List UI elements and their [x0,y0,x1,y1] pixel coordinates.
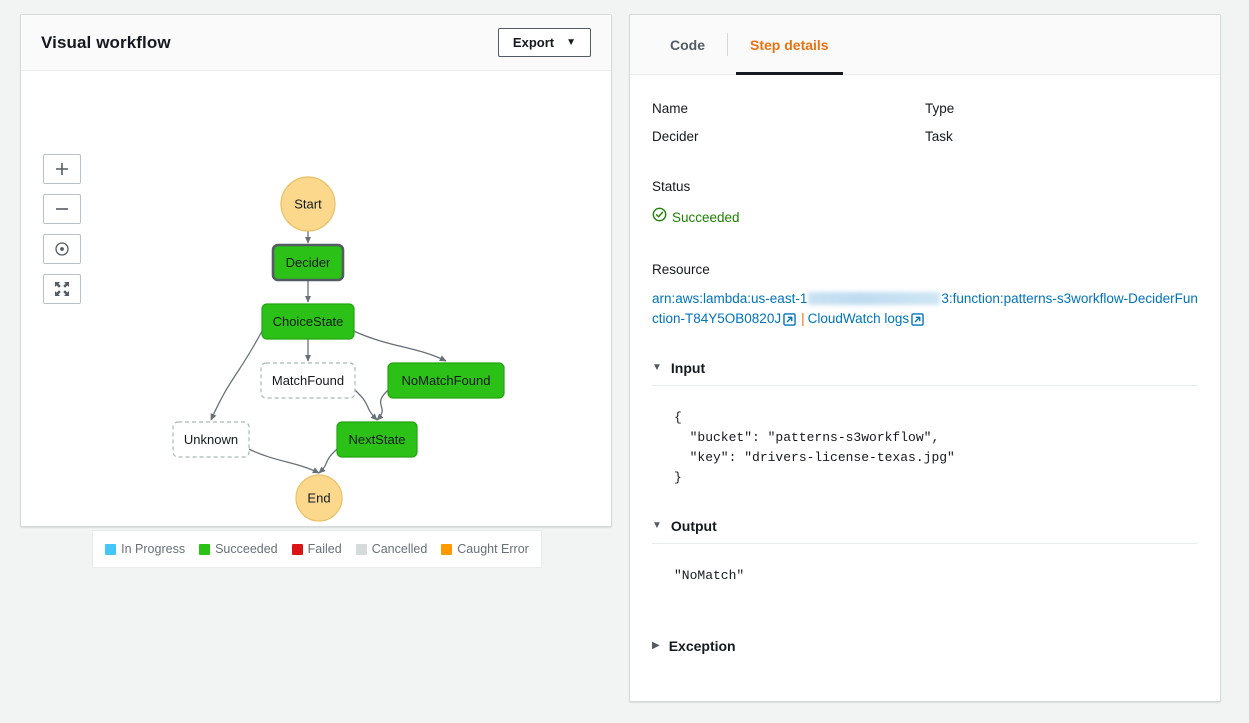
graph-edge [355,390,377,420]
visual-workflow-panel: Visual workflow Export ▼ [20,14,612,527]
tab-step-details[interactable]: Step details [728,15,851,74]
resource-field: Resource arn:aws:lambda:us-east-13:funct… [652,262,1198,332]
legend-swatch [356,544,367,555]
workflow-graph-area[interactable]: StartDeciderChoiceStateMatchFound NoMatch… [21,71,611,527]
legend-item: Failed [292,542,342,556]
legend-label: Succeeded [215,542,278,556]
cloudwatch-logs-link[interactable]: CloudWatch logs [808,311,910,326]
tab-code[interactable]: Code [652,15,727,74]
name-value: Decider [652,129,925,144]
input-json: { "bucket": "patterns-s3workflow", "key"… [652,386,1198,488]
graph-node-label: Start [294,197,322,212]
triangle-right-icon: ▶ [652,641,660,651]
legend-swatch [199,544,210,555]
graph-edge [249,449,319,473]
graph-node-label: MatchFound [272,373,344,388]
triangle-down-icon: ▼ [652,521,662,531]
graph-status-legend: In Progress Succeeded Failed Cancelled Caugh… [92,530,542,568]
name-field: Name Decider [652,101,925,144]
legend-label: Failed [308,542,342,556]
resource-links: arn:aws:lambda:us-east-13:function:patte… [652,289,1198,332]
graph-edge [211,331,262,420]
legend-swatch [105,544,116,555]
panel-tablist: Code Step details [630,15,1220,75]
graph-node-label: Unknown [184,432,238,447]
export-button-label: Export [513,35,554,50]
triangle-down-icon: ▼ [652,363,662,373]
status-badge: Succeeded [652,207,1198,227]
input-section-toggle[interactable]: ▼ Input [652,360,1198,385]
output-section-title: Output [671,518,717,534]
visual-workflow-header: Visual workflow Export ▼ [21,15,611,71]
graph-node-unknown[interactable]: Unknown [173,422,249,457]
type-field: Type Task [925,101,1198,144]
graph-node-label: End [307,491,330,506]
type-value: Task [925,129,1198,144]
graph-node-decider[interactable]: Decider [273,245,343,280]
resource-arn-link[interactable]: arn:aws:lambda:us-east-13:function:patte… [652,291,1198,326]
legend-item: Succeeded [199,542,278,556]
status-field: Status Succeeded [652,179,1198,227]
external-link-icon[interactable] [783,312,796,332]
graph-node-nomatchfound[interactable]: NoMatchFound [388,363,504,398]
type-label: Type [925,101,1198,116]
graph-node-label: NoMatchFound [402,373,491,388]
tab-step-details-label: Step details [750,37,829,53]
page-title: Visual workflow [41,33,171,53]
graph-node-label: Decider [286,255,331,270]
export-button[interactable]: Export ▼ [498,28,591,57]
legend-swatch [441,544,452,555]
input-section: ▼ Input { "bucket": "patterns-s3workflow… [652,360,1198,488]
legend-label: Caught Error [457,542,529,556]
graph-node-end[interactable]: End [296,475,342,521]
legend-swatch [292,544,303,555]
legend-label: In Progress [121,542,185,556]
legend-item: In Progress [105,542,185,556]
resource-arn-redacted-account-id [808,292,940,305]
exception-section-title: Exception [669,638,736,654]
name-type-row: Name Decider Type Task [652,101,1198,144]
graph-edge [377,390,388,420]
check-circle-icon [652,207,667,227]
link-separator: | [798,311,808,326]
graph-node-choicestate[interactable]: ChoiceState [262,304,354,339]
output-json: "NoMatch" [652,544,1198,586]
name-label: Name [652,101,925,116]
workflow-state-graph[interactable]: StartDeciderChoiceStateMatchFound NoMatch… [21,71,613,527]
step-details-body: Name Decider Type Task Status [630,75,1220,702]
step-details-panel: Code Step details Name Decider Type Task… [629,14,1221,702]
graph-node-nextstate[interactable]: NextState [337,422,417,457]
tab-code-label: Code [670,37,705,53]
chevron-down-icon: ▼ [566,38,576,48]
graph-node-matchfound[interactable]: MatchFound [261,363,355,398]
legend-label: Cancelled [372,542,428,556]
legend-item: Caught Error [441,542,529,556]
exception-section-toggle[interactable]: ▶ Exception [652,638,1198,663]
graph-node-label: NextState [348,432,405,447]
graph-node-start[interactable]: Start [281,177,335,231]
status-value: Succeeded [672,210,740,225]
external-link-icon[interactable] [911,312,924,332]
graph-node-label: ChoiceState [273,314,344,329]
status-label: Status [652,179,1198,194]
resource-label: Resource [652,262,1198,277]
graph-edge [319,449,337,473]
legend-item: Cancelled [356,542,428,556]
output-section: ▼ Output "NoMatch" [652,518,1198,586]
exception-section: ▶ Exception [652,638,1198,663]
resource-arn-prefix: arn:aws:lambda:us-east-1 [652,291,807,306]
graph-edge [354,331,446,361]
input-section-title: Input [671,360,705,376]
output-section-toggle[interactable]: ▼ Output [652,518,1198,543]
